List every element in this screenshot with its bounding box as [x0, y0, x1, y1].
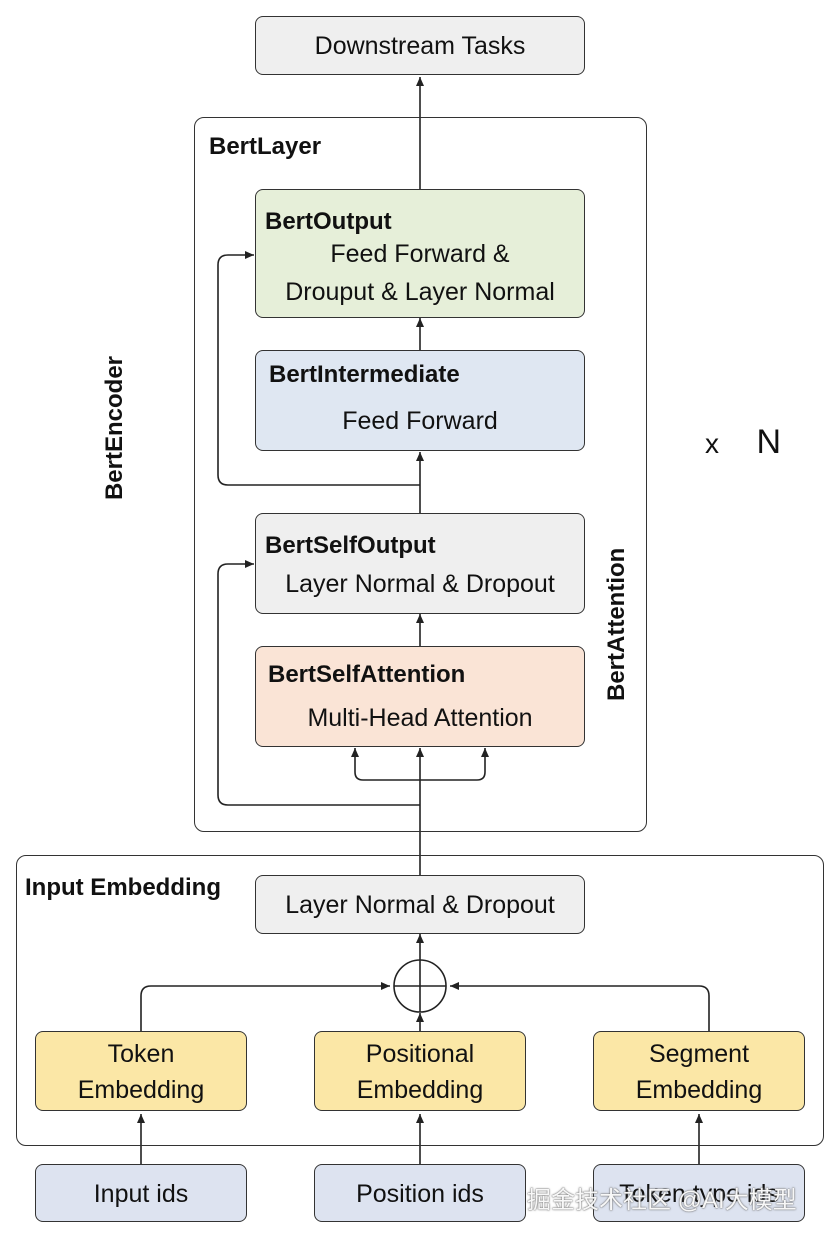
token-type-ids-box: Token type ids	[593, 1164, 805, 1222]
bert-intermediate-title: BertIntermediate	[269, 361, 460, 388]
repeat-n: N	[756, 423, 782, 461]
downstream-tasks-label: Downstream Tasks	[314, 32, 526, 60]
positional-embedding-line2: Embedding	[356, 1076, 484, 1104]
token-type-ids-label: Token type ids	[619, 1180, 779, 1208]
input-embedding-title: Input Embedding	[25, 874, 221, 901]
bert-self-attention-title: BertSelfAttention	[268, 661, 466, 688]
repeat-x: x	[705, 428, 719, 459]
arrow-residual-1	[217, 560, 420, 806]
position-ids-label: Position ids	[356, 1180, 484, 1208]
bert-output-line1: Feed Forward &	[330, 240, 510, 268]
segment-embedding-line2: Embedding	[635, 1076, 763, 1104]
bert-output-title: BertOutput	[265, 208, 392, 235]
input-ids-label: Input ids	[93, 1180, 189, 1208]
bert-self-attention-line1: Multi-Head Attention	[307, 704, 533, 732]
arrow-attention-split	[351, 748, 420, 781]
positional-embedding-box: Positional Embedding	[314, 1031, 526, 1111]
arrow-token-to-sum	[140, 982, 390, 1031]
input-ids-box: Input ids	[35, 1164, 247, 1222]
bert-layer-title: BertLayer	[209, 133, 322, 160]
input-embedding-container	[16, 855, 824, 1146]
token-embedding-line2: Embedding	[77, 1076, 205, 1104]
bert-output-box: BertOutput Feed Forward & Drouput & Laye…	[255, 189, 585, 318]
bert-layer-container	[194, 117, 647, 832]
token-embedding-line1: Token	[107, 1040, 175, 1068]
bert-self-output-box: BertSelfOutput Layer Normal & Dropout	[255, 513, 585, 614]
bert-intermediate-box: BertIntermediate Feed Forward	[255, 350, 585, 451]
segment-embedding-box: Segment Embedding	[593, 1031, 805, 1111]
bert-self-attention-box: BertSelfAttention Multi-Head Attention	[255, 646, 585, 747]
bert-encoder-title: BertEncoder	[101, 355, 128, 501]
embedding-norm-box: Layer Normal & Dropout	[255, 875, 585, 934]
watermark: 掘金技术社区 @AI大模型	[527, 1187, 797, 1214]
bert-intermediate-line1: Feed Forward	[342, 407, 498, 435]
arrow-residual-2	[217, 251, 420, 486]
position-ids-box: Position ids	[314, 1164, 526, 1222]
bert-output-line2: Drouput & Layer Normal	[285, 278, 555, 306]
bert-attention-title: BertAttention	[603, 547, 630, 701]
segment-embedding-line1: Segment	[648, 1040, 750, 1068]
arrow-segment-to-sum	[450, 982, 710, 1031]
downstream-tasks-box: Downstream Tasks	[255, 16, 585, 75]
bert-self-output-line1: Layer Normal & Dropout	[285, 570, 555, 598]
repeat-label: x N	[705, 423, 781, 462]
positional-embedding-line1: Positional	[365, 1040, 475, 1068]
bert-self-output-title: BertSelfOutput	[265, 532, 436, 559]
embedding-norm-label: Layer Normal & Dropout	[285, 891, 555, 919]
token-embedding-box: Token Embedding	[35, 1031, 247, 1111]
